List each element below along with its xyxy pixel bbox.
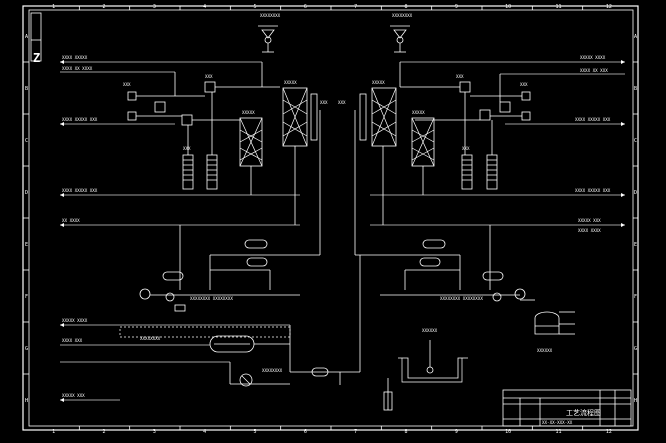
pit-area: XXXXXX [383,328,468,411]
right-pump-group-label: XXXXXXXX XXXXXXXX [440,296,483,301]
left-stream-label: XXXX XXXXX XXX [62,188,98,193]
tag: XXX [320,100,328,105]
right-stream-labels: XXXXX XXXX XXXX XX XXX XXXX XXXXX XXX XX… [575,55,611,233]
left-process-area: XXXXX XXXXX XXXXXXXX XXXXXXXX [127,62,321,312]
drawing-number: XX-XX-XXX-XX [542,420,573,425]
grid-row-label: B [25,86,28,92]
grid-column-label: 8 [405,429,408,435]
grid-row-label: F [634,294,637,300]
tag: XXX [520,82,528,87]
sheet-mark: Z [30,12,42,65]
left-stream-label: XXXX XX XXXX [62,66,93,71]
left-stream-label: XXXX XXXXX [62,55,88,60]
left-tower-a-label: XXXXX [242,110,255,115]
grid-row-label: F [25,294,28,300]
grid-column-label: 4 [203,4,206,10]
grid-column-label: 9 [455,4,458,10]
heat-exchanger-label: XXXXXXXX [140,336,161,341]
grid-column-label: 7 [354,4,357,10]
top-right-fan-label: XXXXXXXX [392,13,413,18]
grid-row-label: D [634,190,637,196]
grid-row-label: A [25,34,28,40]
grid-column-label: 6 [304,4,307,10]
grid-column-label: 3 [153,4,156,10]
grid-row-label: H [25,398,28,404]
grid-column-label: 5 [254,4,257,10]
pit-label: XXXXXX [422,328,438,333]
grid-row-label: A [634,34,637,40]
grid-column-label: 2 [103,4,106,10]
grid-column-label: 11 [556,429,562,435]
top-left-fan: XXXXXXXX [258,13,281,53]
drawing-title: 工艺流程图 [566,408,601,417]
grid-column-label: 3 [153,429,156,435]
right-tower-b-label: XXXXX [412,110,425,115]
left-stream-label: XX XXXX [62,218,80,223]
grid-column-label: 9 [455,429,458,435]
grid-row-label: H [634,398,637,404]
grid-column-label: 10 [505,429,511,435]
left-stream-lines [60,60,300,402]
storage-tank: XXXXXX [520,299,575,353]
grid-column-label: 10 [505,4,511,10]
left-tower-b-label: XXXXX [284,80,297,85]
right-stream-label: XXXXX XXXX [580,55,606,60]
bottom-left-area: XXXXXXXX XXXXXXXX [119,255,361,387]
grid-row-label: E [634,242,637,248]
bottom-pump-label: XXXXXXXX [262,368,283,373]
tag: XXX [123,82,131,87]
sheet-mark-text: Z [33,51,40,65]
grid-column-label: 4 [203,429,206,435]
grid-row-label: E [25,242,28,248]
tag: XXX [205,74,213,79]
grid-column-label: 7 [354,429,357,435]
grid-column-label: 8 [405,4,408,10]
right-stream-label: XXXX XXXX [578,228,601,233]
right-process-area: XXXXX XXXXX XXXXXXXX XXXXXXXX [354,62,531,302]
grid-column-label: 12 [606,4,612,10]
grid-row-label: G [634,346,637,352]
grid-column-label: 5 [254,429,257,435]
left-stream-label: XXXXX XXX [62,393,85,398]
grid-row-label: C [25,138,28,144]
sheet-border-outer [22,5,639,431]
grid-row-label: G [25,346,28,352]
grid-column-label: 1 [52,4,55,10]
grid-column-label: 1 [52,429,55,435]
grid-column-label: 6 [304,429,307,435]
right-tower-a-label: XXXXX [372,80,385,85]
sheet-border-inner [28,9,634,427]
top-right-fan: XXXXXXXX [390,13,413,53]
title-block: 工艺流程图 XX-XX-XXX-XX [502,389,632,427]
left-stream-label: XXXX XXXXX XXX [62,117,98,122]
grid-row-label: D [25,190,28,196]
right-stream-label: XXXX XX XXX [580,68,608,73]
right-stream-label: XXXX XXXXX XXX [575,188,611,193]
grid-column-label: 12 [606,429,612,435]
grid-column-label: 2 [103,429,106,435]
left-stream-label: XXXX XXX [62,338,83,343]
right-stream-label: XXXXX XXX [578,218,601,223]
right-stream-label: XXXX XXXXX XXX [575,117,611,122]
tag: XXX [183,146,191,151]
storage-tank-label: XXXXXX [537,348,553,353]
grid-row-label: C [634,138,637,144]
grid-row-label: B [634,86,637,92]
left-stream-labels: XXXX XXXXX XXXX XX XXXX XXXX XXXXX XXX X… [62,55,98,398]
left-pump-group-label: XXXXXXXX XXXXXXXX [190,296,233,301]
grid-row-labels: A A B B C C D D E E F F G G H H [23,34,638,404]
tag: XXX [338,100,346,105]
top-left-fan-label: XXXXXXXX [260,13,281,18]
left-stream-label: XXXXX XXXX [62,318,88,323]
right-stream-lines [370,60,625,227]
tag-labels: XXX XXX XXX XXX XXX XXX XXX XXX [123,74,528,151]
tag: XXX [462,146,470,151]
grid-column-label: 11 [556,4,562,10]
tag: XXX [456,74,464,79]
